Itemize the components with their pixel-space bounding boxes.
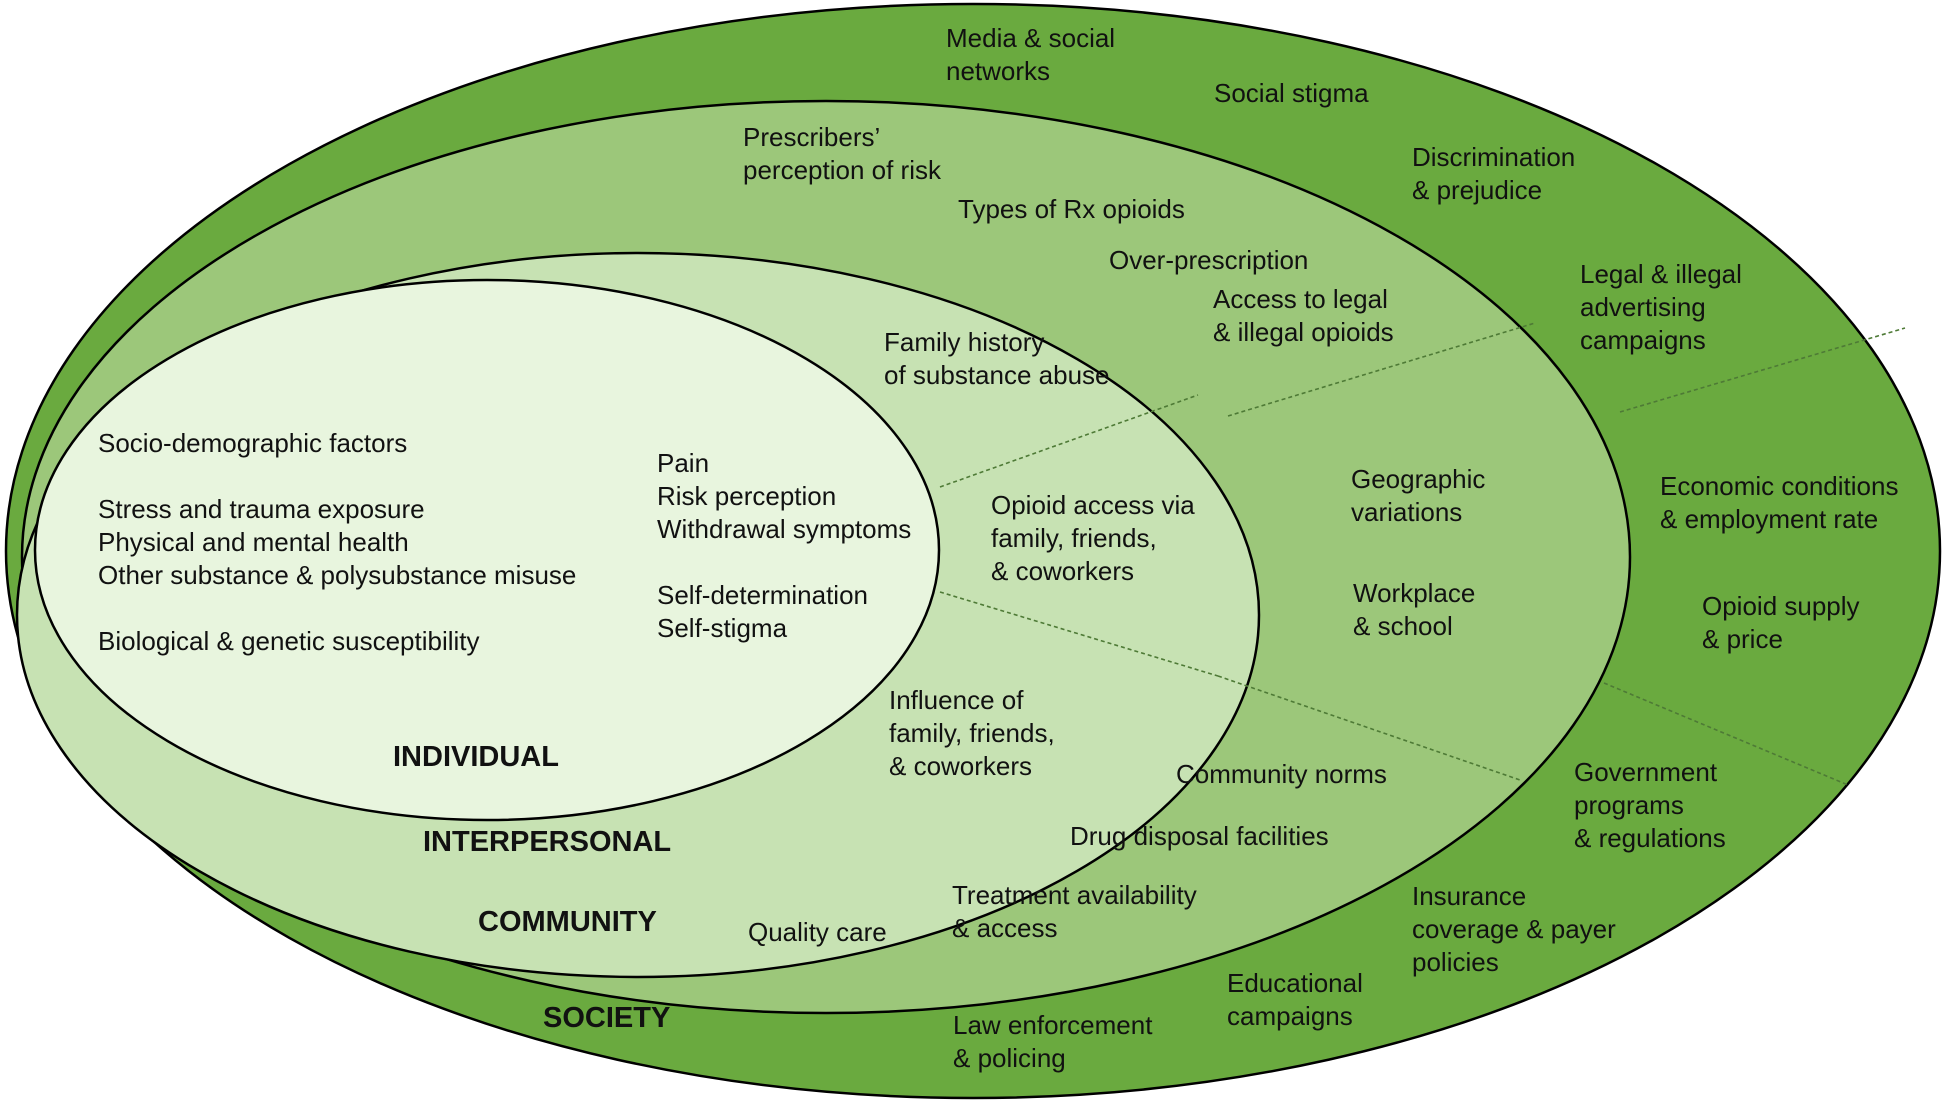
level-label-community: COMMUNITY xyxy=(478,906,657,938)
factor-access-legal: Access to legal & illegal opioids xyxy=(1213,284,1395,347)
level-label-interpersonal: INTERPERSONAL xyxy=(423,826,671,858)
factor-quality-care: Quality care xyxy=(748,917,887,947)
divider-community-upper xyxy=(1227,322,1536,417)
factor-economic: Economic conditions & employment rate xyxy=(1660,471,1906,534)
factor-sociodemographic: Socio-demographic factors xyxy=(98,428,407,458)
factor-law: Law enforcement & policing xyxy=(953,1010,1160,1073)
level-label-individual: INDIVIDUAL xyxy=(393,741,559,773)
factor-risk: Risk perception xyxy=(657,481,836,511)
factor-selfdetermination: Self-determination xyxy=(657,580,868,610)
factor-workplace: Workplace & school xyxy=(1353,578,1483,641)
individual-factors: Socio-demographic factors Stress and tra… xyxy=(98,428,911,656)
factor-family-history: Family history of substance abuse xyxy=(884,327,1110,390)
factor-treatment: Treatment availability & access xyxy=(952,880,1204,943)
factor-withdrawal: Withdrawal symptoms xyxy=(657,514,911,544)
interpersonal-factors: Family history of substance abuse Opioid… xyxy=(884,327,1202,781)
individual-ellipse xyxy=(33,278,941,822)
factor-government: Government programs & regulations xyxy=(1574,757,1726,853)
factor-media: Media & social networks xyxy=(946,23,1122,86)
factor-selfstigma: Self-stigma xyxy=(657,613,788,643)
society-factors: Media & social networks Social stigma Di… xyxy=(946,23,1906,1073)
level-label-society: SOCIETY xyxy=(543,1002,670,1034)
factor-stress: Stress and trauma exposure xyxy=(98,494,425,524)
factor-pain: Pain xyxy=(657,448,709,478)
factor-supply: Opioid supply & price xyxy=(1702,591,1867,654)
factor-health: Physical and mental health xyxy=(98,527,409,557)
factor-educational: Educational campaigns xyxy=(1227,968,1370,1031)
factor-disposal: Drug disposal facilities xyxy=(1070,821,1329,851)
factor-community-norms: Community norms xyxy=(1176,759,1387,789)
factor-advertising: Legal & illegal advertising campaigns xyxy=(1580,259,1749,355)
factor-stigma: Social stigma xyxy=(1214,78,1369,108)
factor-biological: Biological & genetic susceptibility xyxy=(98,626,480,656)
factor-discrimination: Discrimination & prejudice xyxy=(1412,142,1583,205)
community-factors: Prescribers’ perception of risk Types of… xyxy=(743,122,1493,947)
factor-opioid-access: Opioid access via family, friends, & cow… xyxy=(991,490,1202,586)
divider-lines xyxy=(939,322,1906,786)
factor-geographic: Geographic variations xyxy=(1351,464,1493,527)
divider-interpersonal-upper xyxy=(939,394,1199,488)
divider-society-upper xyxy=(1619,327,1906,413)
factor-prescribers: Prescribers’ perception of risk xyxy=(743,122,942,185)
factor-influence: Influence of family, friends, & coworker… xyxy=(889,685,1062,781)
factor-overprescription: Over-prescription xyxy=(1109,245,1308,275)
factor-insurance: Insurance coverage & payer policies xyxy=(1412,881,1623,977)
divider-society-lower xyxy=(1603,682,1849,786)
divider-community-lower xyxy=(1217,675,1521,781)
factor-substance: Other substance & polysubstance misuse xyxy=(98,560,576,590)
factor-types-rx: Types of Rx opioids xyxy=(958,194,1185,224)
